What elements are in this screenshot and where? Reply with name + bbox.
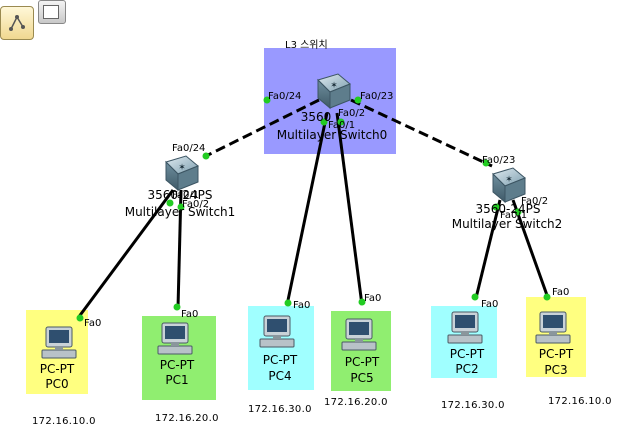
port-label: Fa0/24 xyxy=(172,143,206,154)
toolbar-icon-strip xyxy=(0,0,70,40)
link-light xyxy=(166,199,174,207)
link-light xyxy=(358,298,366,306)
switch2-model: 3560-24PS xyxy=(475,202,541,216)
switch1-name[interactable]: Multilayer Switch1 xyxy=(124,205,236,219)
pc4-ip: 172.16.30.0 xyxy=(248,404,312,415)
port-label: Fa0/23 xyxy=(482,155,516,166)
pc5-model: PC-PT xyxy=(344,355,380,369)
link-light xyxy=(514,208,522,216)
port-label: Fa0/2 xyxy=(338,108,366,119)
switch2-name[interactable]: Multilayer Switch2 xyxy=(451,217,563,231)
pc4-model: PC-PT xyxy=(262,353,298,367)
link-light xyxy=(173,303,181,311)
pc1-model: PC-PT xyxy=(159,358,195,372)
link-light xyxy=(284,299,292,307)
group-label: L3 스위치 xyxy=(285,40,328,51)
link-sw2-pc2 xyxy=(474,199,502,299)
link-light xyxy=(471,293,479,301)
pc3-name[interactable]: PC3 xyxy=(544,363,568,377)
pc1-name[interactable]: PC1 xyxy=(165,373,189,387)
pc5-name[interactable]: PC5 xyxy=(350,371,374,385)
pc2-name[interactable]: PC2 xyxy=(455,362,479,376)
switch0-model: 3560 xyxy=(300,110,332,124)
link-light xyxy=(354,96,362,104)
pc3-port: Fa0 xyxy=(552,287,570,298)
pc3-model: PC-PT xyxy=(538,347,574,361)
port-label: Fa0/1 xyxy=(500,210,528,221)
pc0-ip: 172.16.10.0 xyxy=(32,416,96,427)
link-light xyxy=(202,152,210,160)
link-light xyxy=(263,96,271,104)
link-sw0-pc5 xyxy=(335,112,364,306)
switch1-model: 3560-24PS xyxy=(147,188,213,202)
switch0-name[interactable]: Multilayer Switch0 xyxy=(276,128,388,142)
pc1-port: Fa0 xyxy=(181,309,199,320)
pc2-port: Fa0 xyxy=(481,299,499,310)
link-light xyxy=(76,314,84,322)
pc5-port: Fa0 xyxy=(364,293,382,304)
link-sw2-pc3 xyxy=(511,199,550,299)
link-sw0-sw2 xyxy=(350,98,493,168)
pc5-ip: 172.16.20.0 xyxy=(324,397,388,408)
port-label: Fa0/23 xyxy=(360,91,394,102)
pc2-ip: 172.16.30.0 xyxy=(441,400,505,411)
link-light xyxy=(543,293,551,301)
port-label: Fa0/2 xyxy=(182,199,210,210)
pc3-ip: 172.16.10.0 xyxy=(548,396,612,407)
port-label: Fa0/1 xyxy=(328,120,356,131)
pc4-port: Fa0 xyxy=(293,300,311,311)
link-light xyxy=(492,203,500,211)
port-label: Fa0/1 xyxy=(172,190,200,201)
link-light xyxy=(177,203,185,211)
port-label: Fa0/2 xyxy=(521,196,549,207)
pc0-port: Fa0 xyxy=(84,318,102,329)
pc0-model: PC-PT xyxy=(39,362,75,376)
link-sw0-sw1 xyxy=(203,98,320,159)
pc1-ip: 172.16.20.0 xyxy=(155,413,219,424)
link-light xyxy=(337,118,345,126)
pc0-name[interactable]: PC0 xyxy=(45,377,69,391)
link-sw1-pc0 xyxy=(76,189,175,319)
pc4-name[interactable]: PC4 xyxy=(268,369,292,383)
link-light xyxy=(320,118,328,126)
link-light xyxy=(482,159,490,167)
tool-icon[interactable] xyxy=(38,0,66,24)
pc2-model: PC-PT xyxy=(449,347,485,361)
diagram-tool-icon[interactable] xyxy=(0,6,34,40)
link-sw0-pc4 xyxy=(285,112,329,306)
port-label: Fa0/24 xyxy=(268,91,302,102)
